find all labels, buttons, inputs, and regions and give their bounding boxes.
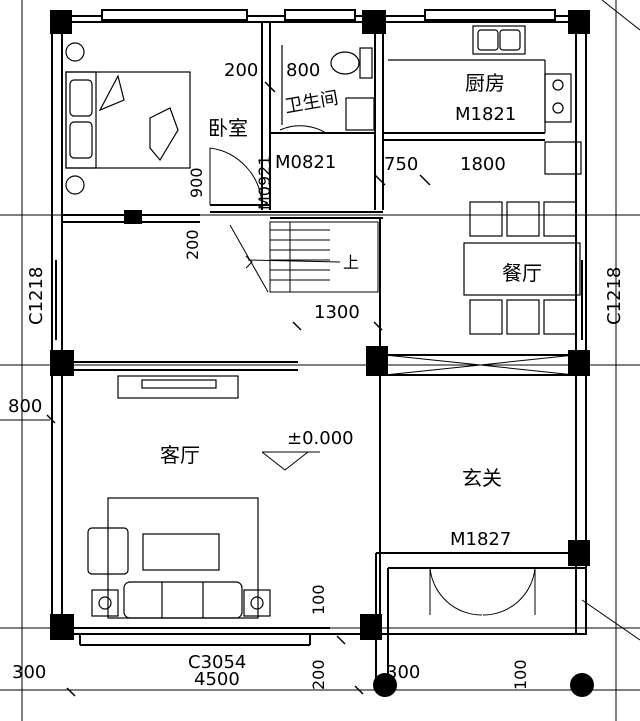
living-label: 客厅	[160, 443, 200, 467]
dim-1300: 1300	[314, 302, 360, 323]
door-entry: M1827	[450, 529, 511, 550]
dining-partition	[384, 354, 576, 376]
living-furniture	[87, 375, 271, 619]
dining-label: 餐厅	[502, 261, 542, 285]
window-left: C1218	[26, 267, 47, 325]
door-swings	[209, 125, 536, 616]
dim-800-top: 800	[286, 60, 320, 81]
dim-4500: 4500	[194, 669, 240, 690]
kitchen-label: 厨房	[465, 71, 505, 95]
dim-300-bottom: 300	[386, 662, 420, 683]
walls	[51, 9, 587, 690]
window-right: C1218	[604, 267, 625, 325]
elevation-label: ±0.000	[287, 428, 354, 449]
window-front: C3054	[188, 652, 246, 673]
staircase	[229, 221, 379, 293]
dim-100-bottom: 100	[511, 659, 530, 690]
dim-900: 900	[187, 167, 206, 198]
elevation-marker	[261, 451, 320, 471]
stairs-up-label: 上	[343, 253, 359, 272]
dim-200-stair: 200	[183, 229, 202, 260]
dining-set	[463, 201, 581, 335]
dim-200-top: 200	[224, 60, 258, 81]
dim-100-front: 100	[309, 584, 328, 615]
columns	[50, 10, 594, 697]
dimension-ticks	[46, 81, 431, 697]
toilet-label: 卫生间	[283, 87, 340, 117]
dim-750: 750	[384, 154, 418, 175]
foyer-label: 玄关	[462, 466, 502, 490]
bedroom-label: 卧室	[208, 116, 248, 140]
door-kitchen: M1821	[455, 104, 516, 125]
door-bedroom: M0921	[255, 155, 274, 210]
kitchen-fixtures	[388, 25, 582, 175]
dim-200-bottom: 200	[309, 659, 328, 690]
dim-1800: 1800	[460, 154, 506, 175]
dim-300-left: 300	[12, 662, 46, 683]
toilet-fixtures	[281, 45, 375, 131]
door-toilet: M0821	[275, 152, 336, 173]
dim-800-left: 800	[8, 396, 42, 417]
bed	[65, 42, 191, 195]
